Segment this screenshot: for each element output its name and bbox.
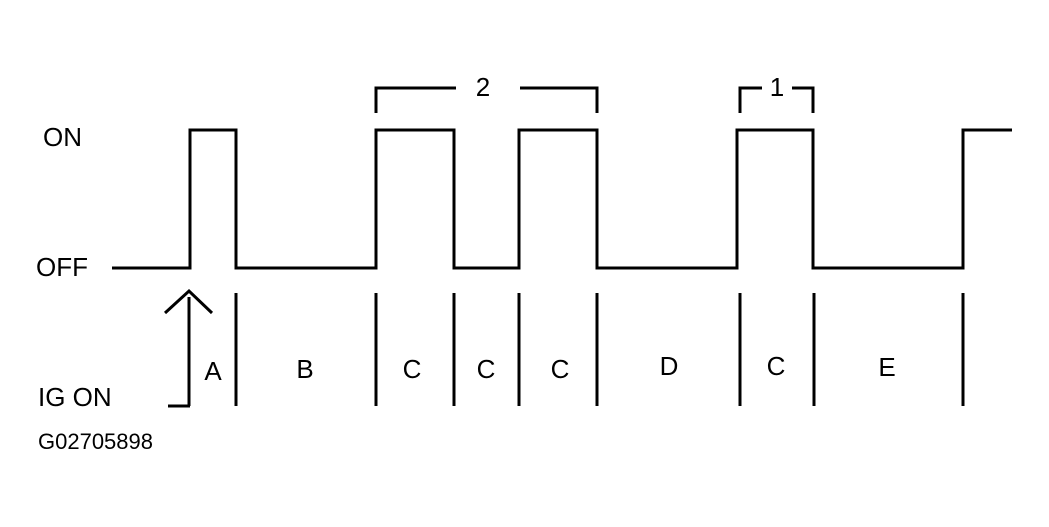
signal-waveform [112, 128, 1012, 270]
segment-label: A [204, 356, 222, 386]
segment-labels: A B C C C D C E [204, 351, 895, 386]
segment-label: E [878, 352, 895, 382]
long-period-bracket: 2 [374, 72, 599, 113]
figure-id: G02705898 [38, 429, 153, 454]
on-level-label: ON [43, 122, 82, 152]
segment-label: C [403, 354, 422, 384]
long-period-label: 2 [476, 72, 490, 102]
segment-label: C [477, 354, 496, 384]
off-level-label: OFF [36, 252, 88, 282]
ig-on-arrow-icon [163, 288, 214, 408]
segment-label: B [296, 354, 313, 384]
segment-dividers [234, 293, 965, 406]
segment-label: D [660, 351, 679, 381]
ig-on-label: IG ON [38, 382, 112, 412]
short-period-label: 1 [770, 72, 784, 102]
segment-label: C [551, 354, 570, 384]
short-period-bracket: 1 [738, 72, 815, 113]
segment-label: C [767, 351, 786, 381]
